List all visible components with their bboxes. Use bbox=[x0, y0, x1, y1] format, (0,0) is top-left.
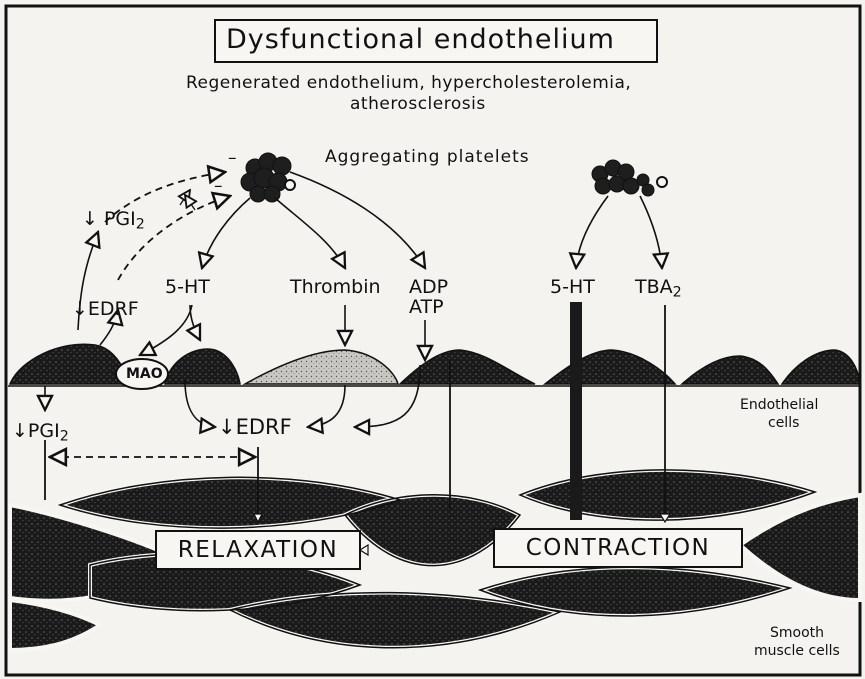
label-atp: ATP bbox=[409, 298, 444, 317]
platelet-cluster-left bbox=[241, 153, 295, 202]
arrow-thrombin-to-edrf bbox=[308, 385, 345, 427]
label-5ht-left: 5-HT bbox=[165, 278, 210, 297]
arrow-5ht-to-cell bbox=[190, 305, 200, 340]
arrow-to-tba2 bbox=[640, 196, 662, 268]
muscle-cell bbox=[520, 470, 815, 520]
subtitle-line1: Regenerated endothelium, hypercholestero… bbox=[186, 75, 631, 92]
label-endothelial-line1: Endothelial bbox=[740, 398, 818, 412]
label-mao: MAO bbox=[126, 367, 163, 381]
arrow-to-thrombin bbox=[275, 198, 345, 268]
diagram-title: Dysfunctional endothelium bbox=[226, 26, 615, 53]
label-thrombin: Thrombin bbox=[290, 278, 381, 297]
arrow-to-5ht-right bbox=[576, 196, 608, 268]
label-pgi2-top: ↓ PGI2 bbox=[82, 210, 145, 232]
endothelial-cell bbox=[782, 350, 860, 384]
label-aggregating-platelets: Aggregating platelets bbox=[325, 149, 530, 166]
endothelial-cell bbox=[10, 344, 130, 384]
down-arrow-icon: ↓ bbox=[218, 415, 236, 439]
label-pgi2-bottom: ↓PGI2 bbox=[12, 422, 69, 444]
subtitle-line2: atherosclerosis bbox=[350, 96, 486, 113]
down-arrow-icon: ↓ bbox=[82, 208, 98, 230]
endothelial-cell bbox=[682, 356, 778, 384]
endothelial-cell bbox=[245, 350, 398, 384]
muscle-cell bbox=[10, 600, 100, 650]
minus-sign-mid: – bbox=[214, 178, 223, 195]
label-tba2: TBA2 bbox=[635, 278, 682, 300]
minus-sign-top: – bbox=[228, 150, 237, 167]
label-smooth-line1: Smooth bbox=[770, 626, 824, 640]
small-arrow bbox=[180, 190, 190, 205]
endothelial-cell bbox=[165, 349, 240, 384]
down-arrow-icon: ↓ bbox=[12, 420, 28, 442]
arrow-5ht-to-mao bbox=[140, 305, 192, 355]
label-endothelial-line2: cells bbox=[768, 416, 799, 430]
label-adp: ADP bbox=[409, 278, 448, 297]
platelet-cluster-right bbox=[592, 160, 667, 196]
arrow-to-5ht-left bbox=[202, 198, 250, 268]
label-edrf-left: ↓EDRF bbox=[72, 300, 139, 319]
label-relaxation: RELAXATION bbox=[155, 530, 361, 570]
down-arrow-icon: ↓ bbox=[72, 298, 88, 320]
label-edrf-center: ↓EDRF bbox=[218, 417, 292, 438]
arrow-to-adp bbox=[290, 172, 425, 268]
bar-5ht-contraction bbox=[570, 302, 582, 520]
small-arrow bbox=[185, 195, 195, 210]
label-smooth-line2: muscle cells bbox=[754, 644, 840, 658]
endothelial-cell bbox=[545, 350, 675, 384]
label-contraction: CONTRACTION bbox=[493, 528, 743, 568]
arrow-to-edrf-center bbox=[185, 380, 215, 427]
label-5ht-right: 5-HT bbox=[550, 278, 595, 297]
